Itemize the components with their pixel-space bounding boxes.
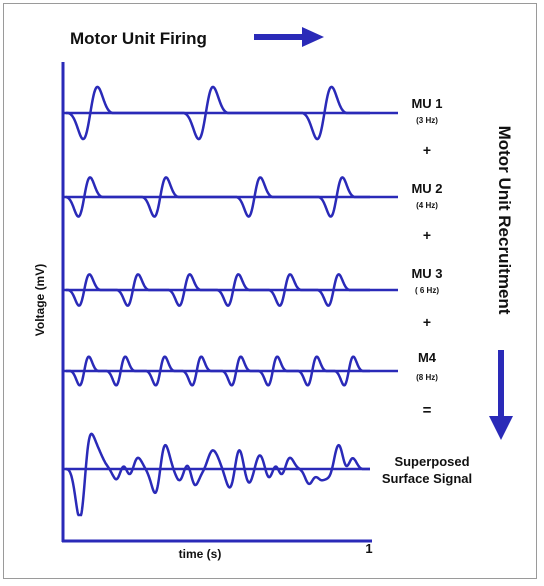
- result-label-line1: Superposed: [394, 454, 469, 469]
- trace-superposed: [65, 432, 370, 517]
- trace-mu3: [66, 273, 370, 308]
- mu2-rate: (4 Hz): [416, 201, 438, 210]
- mu3-name: MU 3: [411, 266, 442, 281]
- down-arrow: [489, 350, 513, 440]
- mu3-label-group: MU 3 ( 6 Hz) +: [411, 266, 442, 330]
- plus-3: +: [423, 314, 431, 330]
- y-axis-label: Voltage (mV): [33, 264, 47, 336]
- plus-1: +: [423, 142, 431, 158]
- mu2-name: MU 2: [411, 181, 442, 196]
- x-axis-label: time (s): [179, 547, 222, 561]
- mu1-label-group: MU 1 (3 Hz) +: [411, 96, 442, 158]
- side-title: Motor Unit Recruitment: [495, 126, 514, 315]
- trace-mu2: [65, 176, 370, 218]
- m4-rate: (8 Hz): [416, 373, 438, 382]
- mu3-rate: ( 6 Hz): [415, 286, 439, 295]
- mu2-label-group: MU 2 (4 Hz) +: [411, 181, 442, 243]
- trace-m4: [66, 355, 370, 387]
- mu1-name: MU 1: [411, 96, 442, 111]
- equals-sign: =: [423, 402, 432, 419]
- signal-traces: [63, 85, 398, 517]
- mu1-rate: (3 Hz): [416, 116, 438, 125]
- trace-mu1: [66, 85, 370, 141]
- plus-2: +: [423, 227, 431, 243]
- diagram-title: Motor Unit Firing: [70, 29, 207, 48]
- m4-label-group: M4 (8 Hz) =: [416, 350, 438, 419]
- title-arrow: [254, 27, 324, 47]
- x-axis-end-label: 1: [365, 541, 372, 556]
- m4-name: M4: [418, 350, 437, 365]
- result-label-line2: Surface Signal: [382, 471, 472, 486]
